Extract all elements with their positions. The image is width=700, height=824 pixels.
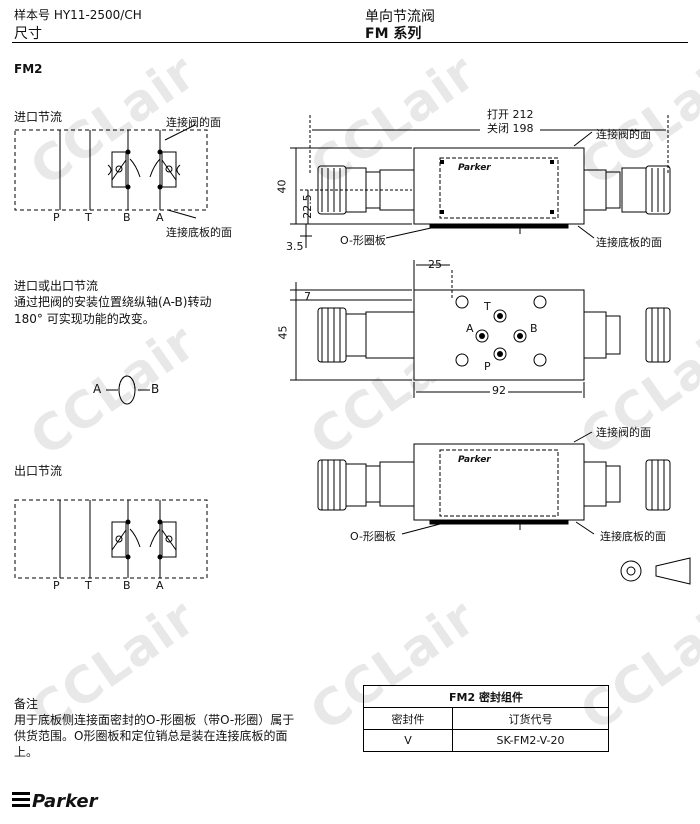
dim-open: 打开 212: [487, 108, 534, 121]
plan-port-p: P: [484, 360, 491, 373]
port-a-label: A: [156, 211, 164, 224]
dim-25: 25: [428, 258, 442, 271]
order-code-col-header: 订货代号: [452, 707, 609, 730]
header-divider: [12, 42, 688, 43]
inlet-outlet-desc-2: 180° 可实现功能的改变。: [14, 312, 155, 326]
model-title: FM2: [14, 62, 43, 76]
order-code-cell: SK-FM2-V-20: [452, 729, 609, 752]
dim-3-5: 3.5: [286, 240, 304, 253]
dim-40: 40: [275, 179, 289, 194]
outlet-title: 出口节流: [14, 464, 63, 478]
oring-plate-label: O-形圈板: [340, 234, 386, 247]
base-face-label: 连接底板的面: [596, 236, 662, 249]
table-row: V SK-FM2-V-20: [363, 729, 609, 752]
dim-7: 7: [304, 290, 311, 303]
product-name: 单向节流阀: [365, 9, 435, 25]
inlet-outlet-title: 进口或出口节流: [14, 279, 99, 293]
series-name: FM 系列: [365, 26, 422, 42]
valve-face-label: 连接阀的面: [596, 426, 651, 439]
dim-45: 45: [276, 325, 290, 340]
seal-kit-table: FM2 密封组件 密封件 订货代号 V SK-FM2-V-20: [363, 685, 609, 752]
dim-22-5: 22.5: [300, 194, 314, 219]
port-b-label: B: [123, 211, 131, 224]
note-line-3: 上。: [14, 745, 39, 759]
seal-cell: V: [363, 729, 453, 752]
valve-face-label: 连接阀的面: [596, 128, 651, 141]
note-line-2: 供货范围。O形圈板和定位销总是装在连接底板的面: [14, 729, 288, 743]
dim-close: 关闭 198: [487, 122, 534, 135]
rotation-left-label: A: [93, 382, 102, 396]
inlet-title: 进口节流: [14, 110, 63, 124]
seal-table-title: FM2 密封组件: [363, 685, 609, 708]
valve-face-label: 连接阀的面: [166, 116, 221, 129]
port-a-label: A: [156, 579, 164, 592]
inlet-outlet-desc-1: 通过把阀的安装位置绕纵轴(A-B)转动: [14, 295, 212, 309]
base-face-label: 连接底板的面: [166, 226, 232, 239]
brand-mark-bottom: Parker: [458, 455, 491, 465]
note-title: 备注: [14, 697, 39, 711]
brand-mark-top: Parker: [458, 163, 491, 173]
sample-number: 样本号 HY11-2500/CH: [14, 8, 142, 22]
port-p-label: P: [53, 211, 60, 224]
plan-port-a: A: [466, 322, 474, 335]
parker-logo: Parker: [12, 791, 99, 812]
dim-92: 92: [490, 384, 508, 397]
port-b-label: B: [123, 579, 131, 592]
plan-port-t: T: [484, 300, 491, 313]
seal-col-header: 密封件: [363, 707, 453, 730]
svg-text:Parker: Parker: [32, 791, 99, 812]
oring-plate-label: O-形圈板: [350, 530, 396, 543]
section-title: 尺寸: [14, 26, 42, 42]
plan-port-b: B: [530, 322, 538, 335]
port-t-label: T: [85, 579, 92, 592]
port-p-label: P: [53, 579, 60, 592]
rotation-right-label: B: [151, 382, 160, 396]
base-face-label: 连接底板的面: [600, 530, 666, 543]
port-t-label: T: [85, 211, 92, 224]
note-line-1: 用于底板侧连接面密封的O-形圈板（带O-形圈）属于: [14, 713, 295, 727]
